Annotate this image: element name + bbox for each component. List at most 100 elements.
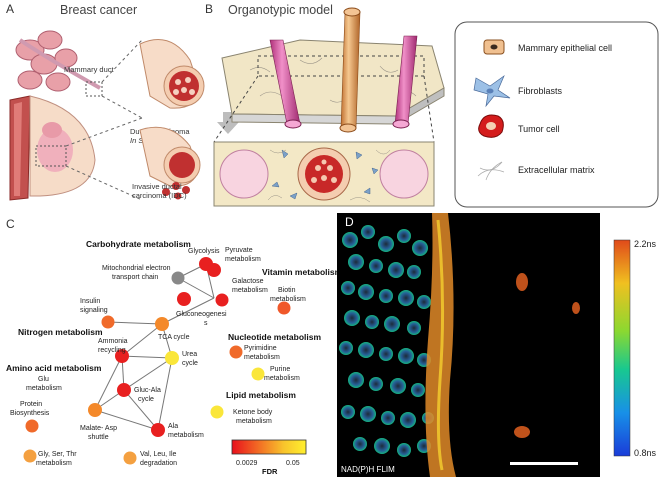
label-urea-1: Urea bbox=[182, 351, 197, 358]
scale-bar bbox=[510, 462, 578, 465]
panel-c-letter: C bbox=[6, 217, 15, 231]
channel-tubes-illustration bbox=[269, 7, 418, 133]
panel-b-title: Organotypic model bbox=[228, 3, 333, 17]
label-urea-2: cycle bbox=[182, 360, 198, 367]
flim-colorbar: 2.2ns 0.8ns bbox=[613, 239, 657, 458]
flim-label: NAD(P)H FLIM bbox=[341, 465, 395, 474]
label-pyrimidine-2: metabolism bbox=[244, 354, 280, 361]
flim-image bbox=[337, 213, 600, 477]
label-purine-2: metabolism bbox=[264, 375, 300, 382]
label-galactose-2: metabolism bbox=[232, 287, 268, 294]
label-malate-1: Malate- Asp bbox=[80, 425, 117, 432]
label-val-1: Val, Leu, Ile bbox=[140, 451, 177, 458]
legend-label-tumor: Tumor cell bbox=[518, 124, 560, 134]
node-tca-cycle bbox=[155, 317, 169, 331]
label-purine-1: Purine bbox=[270, 366, 290, 373]
node-gly-ser-thr bbox=[23, 449, 37, 463]
mammary-lobules-illustration bbox=[15, 30, 103, 97]
label-insulin-2: signaling bbox=[80, 307, 108, 314]
category-nitrogen: Nitrogen metabolism bbox=[18, 327, 103, 337]
category-lipid: Lipid metabolism bbox=[226, 390, 296, 400]
panel-d-letter: D bbox=[345, 215, 354, 229]
node-insulin-signaling bbox=[101, 315, 115, 329]
label-protein-1: Protein bbox=[20, 401, 42, 408]
label-protein-2: Biosynthesis bbox=[10, 410, 50, 417]
node-protein-biosynthesis bbox=[25, 419, 39, 433]
breast-side-view-illustration bbox=[9, 95, 96, 201]
category-vitamin: Vitamin metabolism bbox=[262, 267, 343, 277]
label-pyruvate-1: Pyruvate bbox=[225, 247, 253, 254]
category-amino-acid: Amino acid metabolism bbox=[6, 363, 102, 373]
label-ala-2: metabolism bbox=[168, 432, 204, 439]
node-gluconeogenesis bbox=[177, 292, 191, 306]
label-gly-2: metabolism bbox=[36, 460, 72, 467]
idc-label-line1: Invasive ductal bbox=[132, 182, 182, 191]
flim-scale-max: 2.2ns bbox=[634, 239, 657, 249]
panel-a: A Breast cancer Mammary duct bbox=[6, 2, 239, 201]
label-ammonia-1: Ammonia bbox=[98, 338, 128, 345]
label-glycolysis: Glycolysis bbox=[188, 248, 220, 255]
panel-c: C bbox=[6, 217, 343, 476]
node-malate-asp-shuttle bbox=[88, 403, 102, 417]
flim-cell-cluster bbox=[339, 213, 456, 477]
label-ammonia-2: recycling bbox=[98, 347, 126, 354]
fdr-color-scale: 0.0029 0.05 FDR bbox=[231, 439, 307, 476]
panel-a-title: Breast cancer bbox=[60, 3, 137, 17]
category-carbohydrate: Carbohydrate metabolism bbox=[86, 239, 191, 249]
label-val-2: degradation bbox=[140, 460, 177, 467]
label-pyrimidine-1: Pyrimidine bbox=[244, 345, 277, 352]
panel-a-letter: A bbox=[6, 2, 14, 16]
legend-label-fibroblasts: Fibroblasts bbox=[518, 86, 563, 96]
legend-box: Mammary epithelial cell Fibroblasts Tumo… bbox=[454, 21, 659, 208]
node-gluc-ala-cycle bbox=[117, 383, 131, 397]
label-ketone-1: Ketone body bbox=[233, 409, 273, 416]
label-mito-1: Mitochondrial electron bbox=[102, 265, 171, 272]
node-pyruvate bbox=[207, 263, 221, 277]
label-ketone-2: metabolism bbox=[236, 418, 272, 425]
node-mitochondrial-etc bbox=[171, 271, 185, 285]
label-gluc-ala-1: Gluc-Ala bbox=[134, 387, 161, 394]
fdr-min-label: 0.0029 bbox=[236, 460, 258, 467]
node-pyrimidine bbox=[229, 345, 243, 359]
legend-label-ecm: Extracellular matrix bbox=[518, 165, 595, 175]
label-malate-2: shuttle bbox=[88, 434, 109, 441]
legend-label-epithelial: Mammary epithelial cell bbox=[518, 43, 612, 53]
panel-b: B Organotypic model bbox=[205, 2, 445, 207]
epithelial-cell-icon bbox=[483, 39, 505, 55]
label-biotin-1: Biotin bbox=[278, 287, 296, 294]
idc-duct-illustration bbox=[139, 126, 201, 200]
dcis-duct-illustration bbox=[139, 39, 205, 109]
zoom-connector-lines bbox=[65, 39, 143, 201]
node-ammonia-recycling bbox=[115, 349, 129, 363]
node-urea-cycle bbox=[165, 351, 179, 365]
node-galactose bbox=[215, 293, 229, 307]
label-biotin-2: metabolism bbox=[270, 296, 306, 303]
label-gluc-ala-2: cycle bbox=[138, 396, 154, 403]
mammary-duct-label: Mammary duct bbox=[64, 65, 115, 74]
label-mito-2: transport chain bbox=[112, 274, 158, 281]
fdr-label: FDR bbox=[262, 467, 278, 476]
node-ketone-body bbox=[210, 405, 224, 419]
progression-arrow-icon bbox=[217, 112, 239, 134]
node-val-leu-ile bbox=[123, 451, 137, 465]
label-glu-1: Glu bbox=[38, 376, 49, 383]
zoom-line-right bbox=[423, 75, 435, 143]
label-gluconeo-1: Gluconeogenesi bbox=[176, 311, 227, 318]
label-gly-1: Gly, Ser, Thr bbox=[38, 451, 77, 458]
label-insulin-1: Insulin bbox=[80, 298, 100, 305]
label-galactose-1: Galactose bbox=[232, 278, 264, 285]
fibroblast-icon bbox=[473, 74, 511, 108]
pathway-network-nodes bbox=[23, 257, 291, 465]
node-ala-metabolism bbox=[151, 423, 165, 437]
ecm-fibers-icon bbox=[477, 161, 505, 181]
label-tca: TCA cycle bbox=[158, 334, 190, 341]
flim-scale-min: 0.8ns bbox=[634, 448, 657, 458]
label-glu-2: metabolism bbox=[26, 385, 62, 392]
fdr-max-label: 0.05 bbox=[286, 460, 300, 467]
idc-label-line2: carcinoma (IDC) bbox=[132, 191, 187, 200]
node-biotin bbox=[277, 301, 291, 315]
zoom-line-left bbox=[213, 75, 259, 143]
node-purine bbox=[251, 367, 265, 381]
flim-tumor-cells bbox=[514, 273, 580, 438]
